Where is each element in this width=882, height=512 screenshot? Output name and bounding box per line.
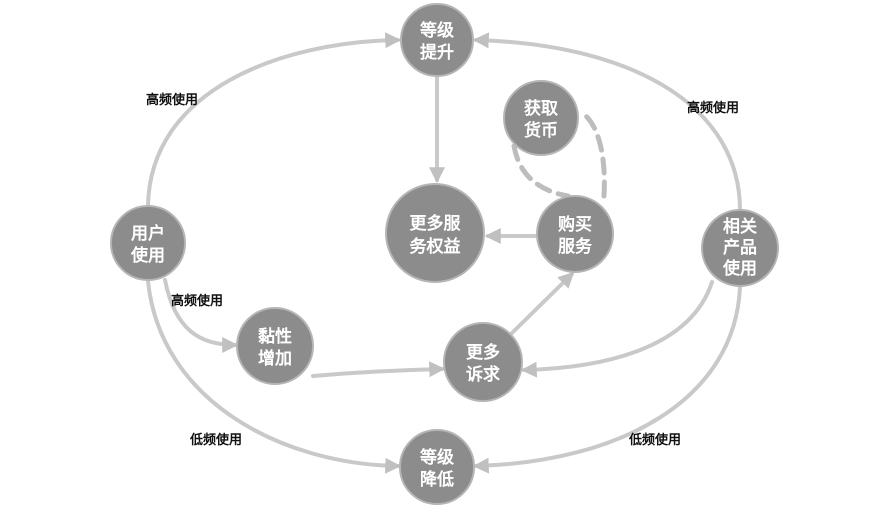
edge-related-to-leveldown: [472, 285, 742, 474]
node-level-up: 等级 提升: [400, 3, 474, 77]
svg-text:等级: 等级: [420, 20, 454, 41]
edge-label-bottom-left: 低频使用: [189, 432, 242, 448]
edge-demand-to-buy: [510, 271, 575, 335]
svg-text:黏性: 黏性: [258, 326, 292, 347]
edge-label-mid-left: 高频使用: [171, 293, 223, 309]
edge-user-to-levelup: [146, 32, 402, 208]
node-level-down: 等级 降低: [399, 429, 475, 505]
edge-label-bottom-right: 低频使用: [628, 432, 681, 448]
node-more-demand: 更多 诉求: [443, 322, 523, 402]
edge-user-to-leveldown: [146, 279, 402, 474]
dashed-edge-currency-to-buy: [511, 143, 571, 199]
edge-user-to-stickiness: [163, 278, 239, 353]
svg-text:获取: 获取: [524, 98, 558, 119]
node-get-currency: 获取 货币: [503, 80, 579, 156]
svg-text:服务: 服务: [558, 236, 593, 257]
svg-text:务权益: 务权益: [410, 236, 461, 257]
dashed-edge-buy-to-currency: [583, 113, 607, 199]
edge-related-to-demand: [520, 280, 714, 378]
node-stickiness-increase: 黏性 增加: [236, 307, 314, 385]
svg-text:降低: 降低: [420, 469, 454, 490]
edge-label-top-left: 高频使用: [146, 92, 198, 108]
svg-text:更多: 更多: [466, 342, 500, 363]
svg-text:使用: 使用: [130, 245, 165, 266]
svg-text:用户: 用户: [131, 223, 165, 244]
svg-text:等级: 等级: [420, 447, 454, 468]
svg-text:购买: 购买: [558, 214, 592, 235]
svg-text:相关: 相关: [723, 216, 757, 237]
node-related-product-use: 相关 产品 使用: [701, 209, 779, 287]
svg-text:使用: 使用: [722, 258, 757, 279]
svg-text:货币: 货币: [524, 120, 558, 141]
edge-label-top-right: 高频使用: [687, 100, 739, 116]
edge-related-to-levelup: [472, 32, 742, 212]
node-user-use: 用户 使用: [110, 205, 186, 281]
svg-text:更多服: 更多服: [410, 213, 462, 234]
edges: [146, 32, 742, 474]
svg-text:增加: 增加: [258, 348, 292, 369]
node-more-benefits: 更多服 务权益: [385, 183, 485, 283]
edge-stickiness-to-demand: [311, 361, 446, 378]
edge-labels: 高频使用 高频使用 高频使用 低频使用 低频使用: [146, 92, 739, 448]
node-buy-service: 购买 服务: [536, 195, 614, 273]
svg-text:提升: 提升: [420, 43, 454, 63]
svg-text:诉求: 诉求: [466, 364, 500, 385]
svg-text:产品: 产品: [723, 237, 757, 258]
